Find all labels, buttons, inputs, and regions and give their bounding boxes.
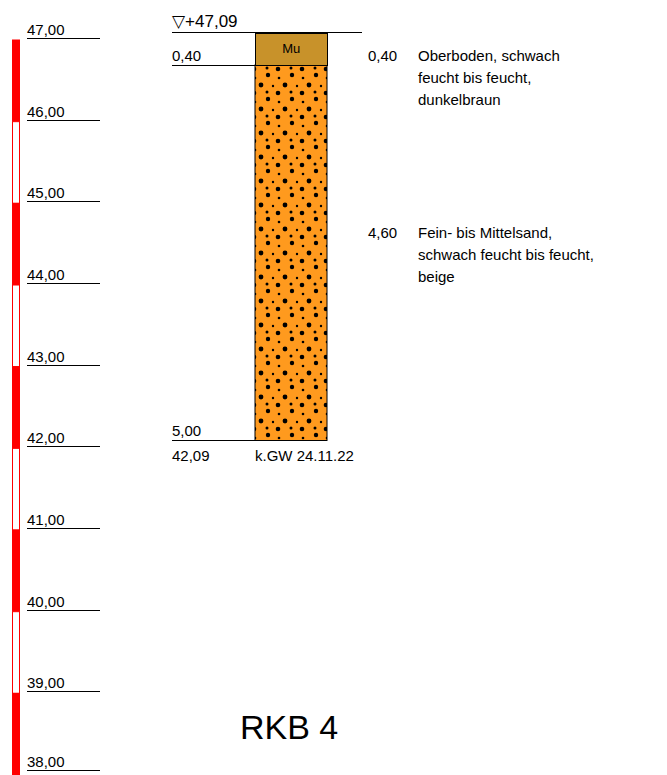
scale-label: 42,00 <box>27 429 100 447</box>
scale-segment <box>13 122 20 204</box>
depth-line <box>172 65 255 66</box>
topsoil-layer: Mu <box>255 33 328 66</box>
depth-line <box>172 440 255 441</box>
ground-elevation: ▽+47,09 <box>172 11 238 32</box>
scale-label: 45,00 <box>27 184 100 202</box>
groundwater-note: k.GW 24.11.22 <box>255 447 354 464</box>
scale-segment <box>13 203 20 285</box>
scale-label: 41,00 <box>27 511 100 529</box>
scale-label: 43,00 <box>27 348 100 366</box>
scale-label: 44,00 <box>27 266 100 284</box>
scale-label: 39,00 <box>27 674 100 692</box>
scale-segment <box>13 367 20 449</box>
scale-segment <box>13 612 20 694</box>
depth-value: 5,00 <box>172 422 201 439</box>
scale-segment <box>13 448 20 530</box>
layer-description: Oberboden, schwach feucht bis feucht, du… <box>418 45 578 111</box>
scale-label: 38,00 <box>27 753 100 771</box>
layer-description: Fein- bis Mittelsand, schwach feucht bis… <box>418 222 604 288</box>
layer-thickness: 4,60 <box>368 224 397 241</box>
sand-layer <box>255 65 327 441</box>
scale-segment <box>13 693 20 775</box>
scale-label: 47,00 <box>27 21 100 39</box>
scale-label: 40,00 <box>27 593 100 611</box>
depth-value: 0,40 <box>172 47 201 64</box>
scale-segment <box>13 40 20 122</box>
scale-bar <box>13 40 20 775</box>
soil-symbol: Mu <box>282 42 300 56</box>
scale-segment <box>13 285 20 367</box>
scale-label: 46,00 <box>27 103 100 121</box>
layer-thickness: 0,40 <box>368 47 397 64</box>
borehole-title: RKB 4 <box>240 707 338 747</box>
scale-segment <box>13 530 20 612</box>
sand-hatching <box>255 65 327 441</box>
end-elevation: 42,09 <box>172 447 210 464</box>
